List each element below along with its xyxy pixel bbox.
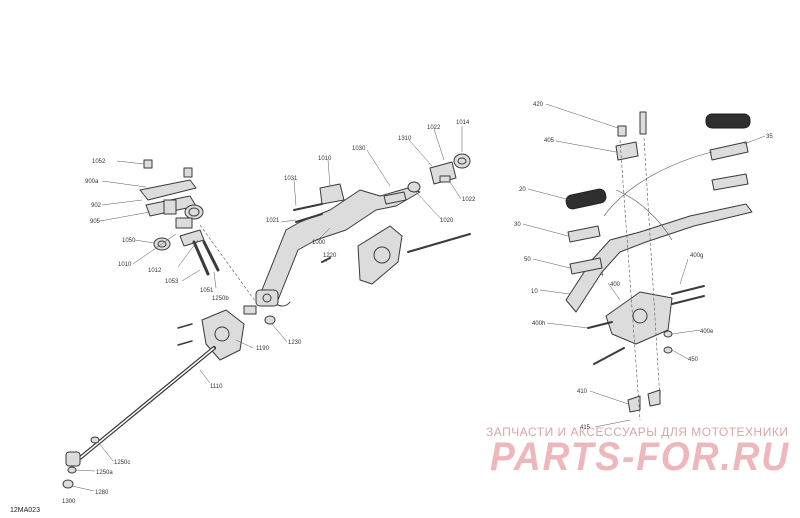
washer-400e	[663, 330, 673, 338]
bolt-head	[183, 167, 193, 178]
callout-labels: 1052 900a 902 905 1050 1010 1012 1053 10…	[62, 102, 773, 505]
callout-1022: 1022	[462, 197, 476, 203]
callout-30: 30	[514, 222, 521, 228]
bolt-420	[617, 125, 627, 137]
handlebar-assembly	[565, 111, 753, 421]
callout-1220: 1220	[323, 253, 337, 259]
washer-1250c	[90, 436, 100, 444]
grip-35	[705, 113, 751, 129]
throttle-cable	[615, 189, 673, 241]
bolt-1220	[321, 257, 331, 263]
callout-400h: 400h	[532, 321, 545, 327]
callout-1010: 1010	[318, 156, 332, 162]
callout-1030: 1030	[352, 146, 366, 152]
callout-1280: 1280	[95, 490, 109, 496]
callout-1250a: 1250a	[96, 470, 113, 476]
callout-400g: 400g	[690, 253, 703, 259]
diagram-reference-code: 12MA023	[10, 507, 40, 514]
clamp-405	[615, 141, 639, 161]
sleeve-1030	[383, 191, 407, 205]
callout-1021: 1021	[266, 218, 280, 224]
bolt-1053	[192, 240, 210, 276]
bolt-420b	[639, 111, 647, 135]
callout-10: 10	[531, 289, 538, 295]
callout-1000: 1000	[312, 240, 326, 246]
callout-1051: 1051	[200, 288, 214, 294]
washer-1250a	[67, 466, 77, 474]
bracket-1012	[179, 229, 205, 247]
callout-1190: 1190	[256, 346, 270, 352]
callout-900a: 900a	[85, 179, 99, 185]
bolt-1031	[293, 203, 323, 211]
watermark-tagline: ЗАПЧАСТИ И АКСЕССУАРЫ ДЛЯ МОТОТЕХНИКИ	[486, 425, 788, 439]
spacer-1250b	[243, 305, 257, 315]
callout-1310: 1310	[398, 136, 412, 142]
handlebar-10	[565, 203, 753, 313]
shaft-end-joint	[65, 451, 81, 467]
grip-sleeve-2	[711, 173, 749, 191]
leader-lines	[71, 103, 766, 492]
callout-1053: 1053	[165, 279, 179, 285]
callout-1020: 1020	[440, 218, 454, 224]
clamp-410	[627, 395, 641, 413]
nut-450	[663, 346, 673, 354]
nut-1280	[62, 479, 74, 489]
grip-sleeve	[709, 141, 749, 161]
bolt-1021	[295, 213, 323, 223]
sleeve-50	[569, 257, 603, 275]
callout-415: 415	[580, 425, 591, 431]
callout-35: 35	[766, 134, 773, 140]
upper-bracket-assembly	[139, 159, 259, 306]
steering-column-assembly	[62, 153, 471, 489]
bolt-400g	[671, 285, 705, 295]
callout-400: 400	[610, 282, 621, 288]
spacer	[163, 199, 177, 215]
bolt-400h	[587, 321, 613, 329]
callout-905: 905	[90, 219, 101, 225]
callout-20: 20	[519, 187, 526, 193]
riser-block-400	[605, 291, 673, 345]
tie-rod	[407, 233, 471, 253]
callout-1230: 1230	[288, 340, 302, 346]
callout-1250b: 1250b	[212, 296, 229, 302]
callout-50: 50	[524, 257, 531, 263]
washer-1020	[407, 181, 421, 193]
callout-1014: 1014	[456, 120, 470, 126]
callout-410: 410	[577, 389, 588, 395]
bushing-ring	[184, 204, 204, 220]
gear-housing-1200	[357, 225, 403, 285]
callout-450: 450	[688, 357, 699, 363]
brake-cable	[603, 151, 713, 217]
clamp-1010	[319, 183, 345, 205]
block-clamp	[175, 217, 193, 229]
sleeve-30	[567, 225, 601, 243]
callout-902: 902	[91, 203, 102, 209]
cap-nut	[143, 159, 153, 169]
ring-1014	[453, 153, 471, 169]
bolt-1051	[202, 240, 220, 272]
washer-1230	[264, 315, 276, 325]
callout-420: 420	[533, 102, 544, 108]
callout-1031: 1031	[284, 176, 298, 182]
callout-1012: 1012	[148, 268, 162, 274]
callout-405: 405	[544, 138, 555, 144]
callout-4: 4	[600, 272, 604, 278]
callout-1110: 1110	[210, 384, 223, 390]
grip-20	[565, 188, 607, 210]
column-lower-joint	[255, 289, 279, 307]
callout-1052: 1052	[92, 159, 106, 165]
watermark-logo: PARTS-FOR.RU	[490, 435, 790, 479]
callout-1050: 1050	[122, 238, 136, 244]
callout-400e: 400e	[700, 329, 714, 335]
callout-1300: 1300	[62, 499, 76, 505]
clamp-plate-upper	[139, 179, 197, 201]
nut-1022	[439, 175, 451, 183]
callout-1010-left: 1010	[118, 262, 132, 268]
callout-1250c: 1250c	[114, 460, 130, 466]
watermark: ЗАПЧАСТИ И АКСЕССУАРЫ ДЛЯ МОТОТЕХНИКИ PA…	[486, 425, 790, 479]
callout-1022-top: 1022	[427, 125, 441, 131]
